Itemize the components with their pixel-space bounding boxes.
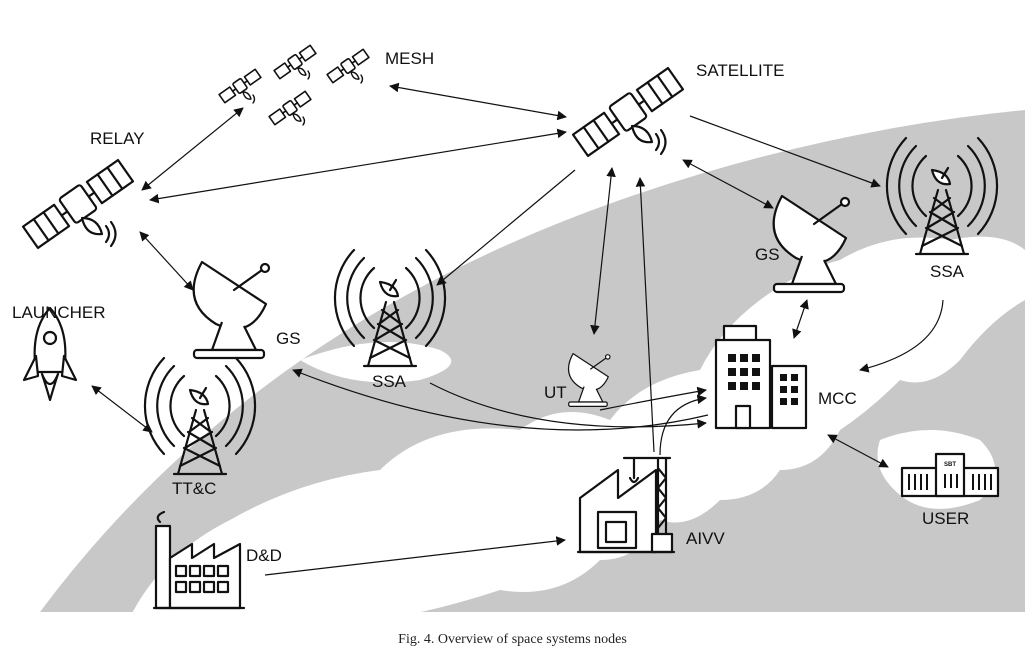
link-aivv-satellite — [635, 177, 655, 453]
user-building-sign: SBT — [944, 462, 956, 468]
cloud-band — [300, 342, 452, 383]
ssa-center-label: SSA — [372, 372, 407, 391]
link-gs-right-mcc — [792, 299, 809, 339]
link-dd-aivv — [264, 536, 566, 576]
space-systems-diagram: SBT MESH SATELLITE RELAY LAUNCHER GS SSA — [12, 44, 1025, 612]
satellite-label: SATELLITE — [696, 61, 785, 80]
link-ssa-right-mcc — [859, 299, 944, 373]
launcher-rocket-icon — [22, 306, 78, 402]
link-launcher-ttc — [91, 385, 153, 433]
mesh-satellites — [218, 44, 370, 126]
link-aivv-mcc — [659, 394, 707, 456]
link-mesh-satellite — [389, 82, 567, 121]
ttc-label: TT&C — [172, 479, 216, 498]
ssa-right-label: SSA — [930, 262, 965, 281]
launcher-label: LAUNCHER — [12, 303, 106, 322]
gs-left-label: GS — [276, 329, 301, 348]
dd-factory-icon — [152, 510, 246, 610]
mesh-satellite-icon — [273, 44, 317, 80]
gs-left-dish-icon — [192, 260, 271, 360]
aivv-factory-icon — [576, 456, 676, 554]
link-satellite-gs-right — [682, 159, 774, 209]
mesh-label: MESH — [385, 49, 434, 68]
link-relay-satellite — [149, 128, 567, 204]
dd-label: D&D — [246, 546, 282, 565]
satellite-icon — [571, 66, 685, 158]
ut-label: UT — [544, 383, 567, 402]
mcc-building-icon — [714, 324, 808, 430]
mesh-satellite-icon — [326, 48, 370, 84]
link-ut-mcc — [599, 386, 707, 411]
mcc-label: MCC — [818, 389, 857, 408]
link-satellite-ssa-center — [436, 169, 576, 286]
mesh-satellite-icon — [268, 90, 312, 126]
relay-label: RELAY — [90, 129, 145, 148]
earth-background — [40, 110, 1025, 612]
connections — [91, 82, 944, 576]
link-satellite-ssa-right — [689, 115, 881, 188]
user-building-icon: SBT — [900, 452, 1000, 498]
ut-dish-icon — [567, 352, 611, 408]
gs-right-label: GS — [755, 245, 780, 264]
relay-satellite-icon — [21, 158, 135, 250]
link-mesh-relay — [141, 107, 244, 191]
figure-caption: Fig. 4. Overview of space systems nodes — [398, 632, 627, 647]
aivv-label: AIVV — [686, 529, 725, 548]
user-label: USER — [922, 509, 969, 528]
link-mcc-gs-left — [292, 368, 709, 431]
mesh-satellite-icon — [218, 68, 262, 104]
link-satellite-ut — [590, 167, 616, 335]
link-relay-gs — [139, 231, 194, 291]
link-mcc-user — [827, 434, 889, 468]
